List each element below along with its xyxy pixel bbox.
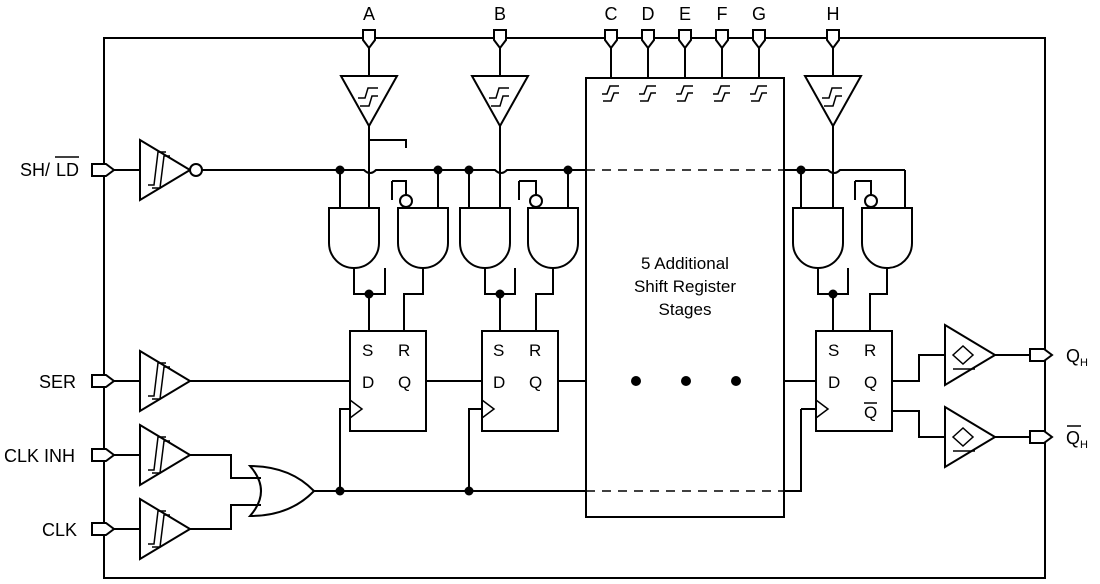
input-label-a: A <box>363 4 375 24</box>
flip-flop-stage-2: S R D Q <box>481 330 559 432</box>
stage-1-and-gates <box>328 194 449 269</box>
flip-flop-stage-1: S R D Q <box>349 330 427 432</box>
svg-text:Q: Q <box>529 373 542 392</box>
additional-stages-block <box>585 77 785 518</box>
output-label-qh: Q H <box>1066 346 1088 369</box>
svg-text:D: D <box>493 373 505 392</box>
svg-text:Q: Q <box>864 403 877 422</box>
output-buffer-qh <box>944 323 997 387</box>
clock-or-gate <box>247 464 316 518</box>
svg-text:Q: Q <box>864 373 877 392</box>
stage-h-and-gates <box>792 194 913 269</box>
pin-e <box>678 29 692 50</box>
svg-text:R: R <box>529 341 541 360</box>
svg-text:D: D <box>362 373 374 392</box>
svg-text:Q: Q <box>1066 346 1080 366</box>
svg-text:D: D <box>828 373 840 392</box>
buffer-a <box>339 75 399 129</box>
input-label-d: D <box>642 4 655 24</box>
top-input-pins <box>362 29 840 50</box>
sh-ld-label-bar: LD <box>56 160 79 180</box>
svg-text:H: H <box>1080 439 1088 451</box>
input-label-c: C <box>605 4 618 24</box>
pin-clk <box>91 522 116 536</box>
ellipsis-dots <box>631 376 741 386</box>
pin-f <box>715 29 729 50</box>
pin-qh-bar <box>1029 430 1054 444</box>
input-label-sh-ld: SH/ LD <box>20 156 79 180</box>
middle-block-line-2: Shift Register <box>634 277 736 296</box>
stage-2-and-gates <box>459 194 579 269</box>
pin-a <box>362 29 376 50</box>
output-label-qh-bar: Q H <box>1066 425 1088 451</box>
parallel-input-labels: A B C D E F G H <box>363 4 840 24</box>
pin-c <box>604 29 618 50</box>
middle-block-line-3: Stages <box>659 300 712 319</box>
buffer-clk <box>139 497 192 561</box>
buffer-ser <box>139 349 192 413</box>
pin-sh-ld <box>91 163 116 177</box>
svg-text:R: R <box>398 341 410 360</box>
output-buffer-qh-bar <box>944 405 997 469</box>
svg-text:S: S <box>828 341 839 360</box>
junction-dots <box>335 165 838 496</box>
middle-block-schmitt-symbols <box>602 85 767 102</box>
chip-boundary <box>103 37 1046 579</box>
svg-text:Q: Q <box>1066 428 1080 448</box>
pin-g <box>752 29 766 50</box>
buffer-sh-ld-inverter <box>139 138 203 202</box>
input-label-g: G <box>752 4 766 24</box>
svg-text:S: S <box>362 341 373 360</box>
input-label-e: E <box>679 4 691 24</box>
flip-flop-stage-h: S R D Q Q <box>815 330 893 432</box>
input-label-h: H <box>827 4 840 24</box>
sh-ld-label-prefix: SH/ <box>20 160 50 180</box>
pin-h <box>826 29 840 50</box>
svg-text:S: S <box>493 341 504 360</box>
input-label-b: B <box>494 4 506 24</box>
pin-qh <box>1029 348 1054 362</box>
pin-ser <box>91 374 116 388</box>
buffer-clk-inh <box>139 423 192 487</box>
input-label-ser: SER <box>39 372 76 392</box>
input-label-clk: CLK <box>42 520 77 540</box>
buffer-b <box>470 75 530 129</box>
buffer-h <box>803 75 863 129</box>
input-label-f: F <box>717 4 728 24</box>
middle-block-line-1: 5 Additional <box>641 254 729 273</box>
input-label-clk-inh: CLK INH <box>4 446 75 466</box>
svg-text:R: R <box>864 341 876 360</box>
svg-text:H: H <box>1080 357 1088 369</box>
pin-b <box>493 29 507 50</box>
svg-text:Q: Q <box>398 373 411 392</box>
pin-clk-inh <box>91 448 116 462</box>
pin-d <box>641 29 655 50</box>
